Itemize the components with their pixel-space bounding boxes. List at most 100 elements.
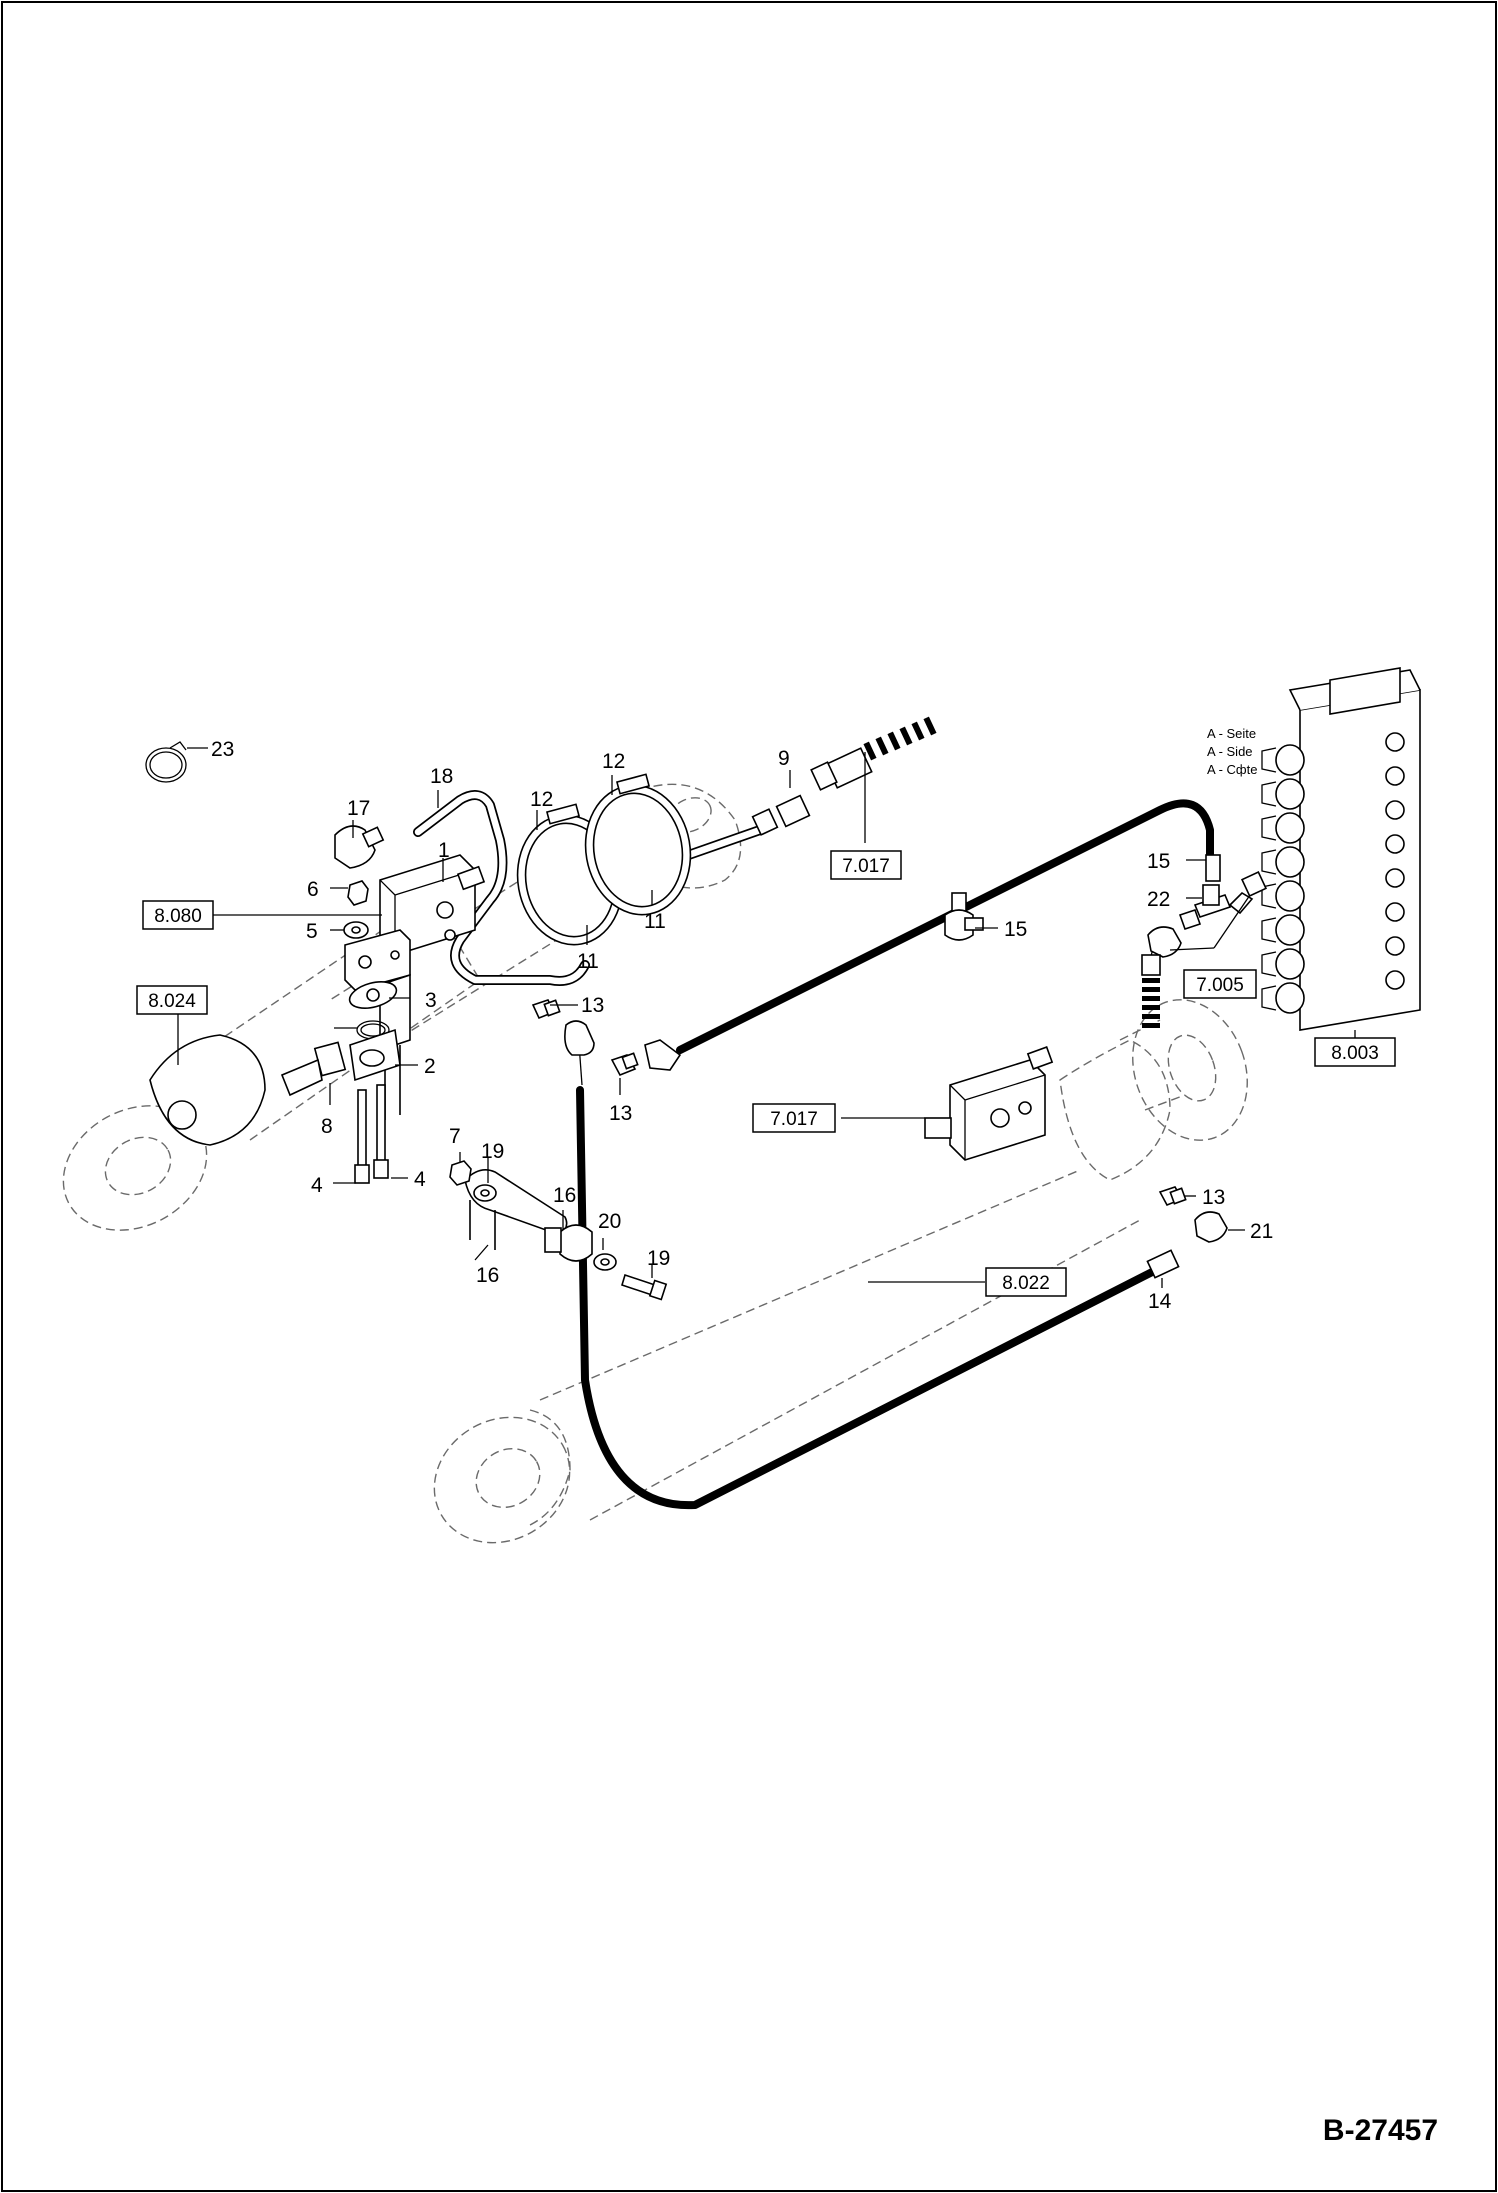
fitting-8 <box>334 825 385 869</box>
left-cylinder-ghost <box>62 897 481 1231</box>
hose-end-7005 <box>1142 978 1160 1028</box>
washer-19-upper <box>473 1184 497 1202</box>
callout-10: 9 <box>778 747 790 770</box>
svg-text:8.003: 8.003 <box>1331 1043 1379 1064</box>
hose-end-fitting-mid <box>644 1039 682 1071</box>
callout-11-left: 11 <box>577 950 599 973</box>
flange-2 <box>349 1028 401 1082</box>
fitting-7 <box>280 1041 347 1097</box>
valve-spool <box>1275 812 1305 844</box>
tee-21 <box>1178 884 1254 931</box>
fitting-7005-top <box>1240 870 1268 898</box>
callout-12-left: 12 <box>530 788 553 811</box>
clip-22 <box>145 741 187 783</box>
callout-18: 19 <box>647 1247 670 1270</box>
callout-13-mid: 13 <box>609 1102 632 1125</box>
valve-spool-cap <box>1261 951 1277 977</box>
svg-text:7.005: 7.005 <box>1196 975 1244 996</box>
ref-8022: 8.022 <box>985 1267 1067 1297</box>
callout-17: 16 <box>476 1264 499 1287</box>
valve-spool-cap <box>1261 883 1277 909</box>
valve-spool <box>1275 744 1305 776</box>
ref-7017-top: 7.017 <box>830 850 902 880</box>
valve-block-1 <box>379 854 486 956</box>
valve-port <box>1385 936 1405 956</box>
callout-9: 18 <box>430 765 453 788</box>
callout-4-left: 4 <box>311 1174 323 1197</box>
valve-spool-cap <box>1261 815 1277 841</box>
callout-3: 3 <box>425 989 437 1012</box>
washer-19-lower <box>593 1253 617 1271</box>
hose-elbow <box>564 1020 595 1056</box>
fitting-15 <box>1205 854 1221 882</box>
callout-2: 2 <box>424 1055 436 1078</box>
callout-13-lower: 13 <box>1202 1186 1225 1209</box>
callout-13-top: 13 <box>581 994 604 1017</box>
valve-spool-cap <box>1261 849 1277 875</box>
valve-port <box>1385 902 1405 922</box>
valve-port <box>1385 834 1405 854</box>
svg-text:8.080: 8.080 <box>154 906 202 927</box>
callout-19-lower: 20 <box>598 1210 621 1233</box>
hose-upper <box>676 799 1214 1054</box>
valve-spool-cap <box>1261 781 1277 807</box>
svg-text:8.024: 8.024 <box>148 991 196 1012</box>
callout-22: 23 <box>211 738 234 761</box>
valve-port <box>1385 970 1405 990</box>
svg-text:7.017: 7.017 <box>842 856 890 877</box>
ref-8080: 8.080 <box>142 900 214 930</box>
callout-6-lower: 7 <box>449 1125 461 1148</box>
callout-5: 5 <box>306 920 318 943</box>
callout-20: 21 <box>1250 1220 1273 1243</box>
valve-spool <box>1275 778 1305 810</box>
fitting-13-mid <box>610 1052 639 1077</box>
hose-fitting-7005 <box>1141 926 1182 976</box>
valve-spool-cap <box>1261 917 1277 943</box>
callout-12-right: 12 <box>602 750 625 773</box>
fitting-10 <box>751 794 811 836</box>
fitting-13-top <box>531 999 561 1020</box>
valve-port <box>1385 800 1405 820</box>
svg-text:7.017: 7.017 <box>770 1109 818 1130</box>
fitting-14 <box>1146 1249 1180 1279</box>
valve-spool-cap <box>1261 747 1277 773</box>
nut-6-lower <box>449 1160 472 1186</box>
valve-spool <box>1275 914 1305 946</box>
callout-1: 1 <box>438 839 450 862</box>
hose-lower <box>576 1086 1164 1510</box>
control-valve-block <box>1261 667 1421 1031</box>
callout-11-right: 11 <box>644 910 666 933</box>
side-note-en: A - Side <box>1207 744 1253 759</box>
bolts-4 <box>354 1084 389 1184</box>
washer-5-nut-6 <box>343 880 369 939</box>
valve-port <box>1385 766 1405 786</box>
callout-19-upper: 19 <box>481 1140 504 1163</box>
valve-port <box>1385 732 1405 752</box>
cylinder-valve-block <box>924 1046 1054 1161</box>
side-note-de: A - Seite <box>1207 726 1256 741</box>
valve-spool <box>1275 948 1305 980</box>
valve-spool <box>1275 880 1305 912</box>
valve-port <box>1385 868 1405 888</box>
side-note-fr: A - Cфte <box>1207 762 1257 777</box>
callout-6-top: 6 <box>307 878 319 901</box>
callout-4-right: 4 <box>414 1168 426 1191</box>
ref-7017-lower: 7.017 <box>752 1103 836 1133</box>
accumulator-clamps <box>516 773 692 946</box>
callout-16-lower: 16 <box>553 1184 576 1207</box>
valve-spool <box>1275 846 1305 878</box>
ref-8024: 8.024 <box>136 985 208 1015</box>
callout-14: 14 <box>1148 1290 1172 1313</box>
bolt-18 <box>621 1273 668 1301</box>
callout-numbers: 23 18 17 1 6 5 3 2 8 4 4 13 13 11 11 12 … <box>211 738 1273 1313</box>
ref-7005: 7.005 <box>1183 969 1257 999</box>
callout-21: 22 <box>1147 888 1170 911</box>
callout-16-upper: 15 <box>1004 918 1027 941</box>
valve-spool-cap <box>1261 985 1277 1011</box>
hose-end-7017-top <box>863 716 937 761</box>
clamp-16-upper <box>944 892 984 941</box>
flange-3 <box>348 981 398 1009</box>
clamp-16-lower <box>544 1224 593 1262</box>
